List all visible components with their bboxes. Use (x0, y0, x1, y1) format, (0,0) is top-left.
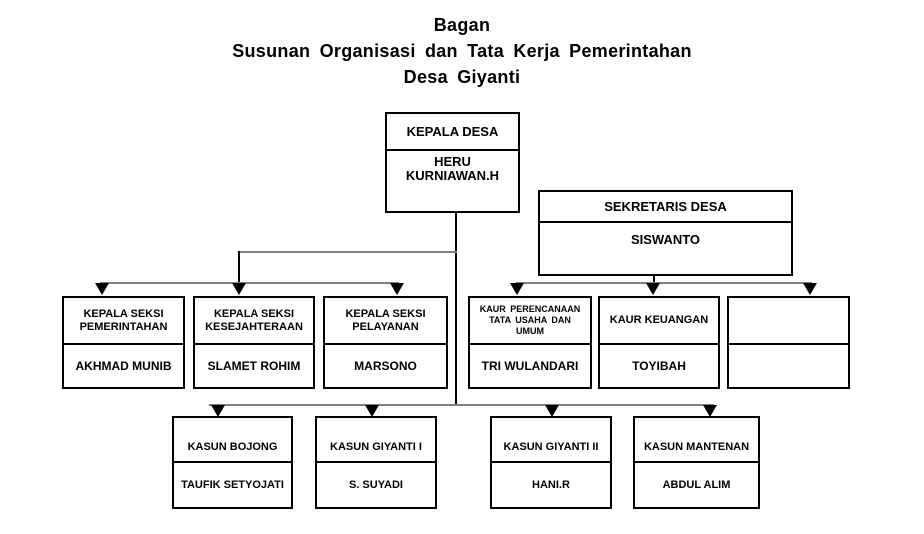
role-label-kasun-bojong: KASUN BOJONG (174, 418, 291, 463)
arrow-to-kasun-giyanti2 (545, 405, 559, 417)
connector-sekretaris-drop-vertical (653, 275, 655, 284)
person-name-seksi-kesejahteraan: SLAMET ROHIM (207, 358, 301, 373)
arrow-to-kasun-mantenan (703, 405, 717, 417)
person-name-kasun-giyanti2: HANI.R (532, 478, 570, 491)
org-node-kasun-mantenan: KASUN MANTENAN ABDUL ALIM (633, 416, 760, 509)
person-name-kasun-giyanti1: S. SUYADI (348, 478, 403, 491)
org-node-kepala-desa: KEPALA DESA HERU KURNIAWAN.H (385, 112, 520, 213)
org-node-sekretaris-desa: SEKRETARIS DESA SISWANTO (538, 190, 793, 276)
org-node-seksi-pemerintahan: KEPALA SEKSI PEMERINTAHAN AKHMAD MUNIB (62, 296, 185, 389)
org-node-seksi-pelayanan: KEPALA SEKSI PELAYANAN MARSONO (323, 296, 448, 389)
arrow-to-kasun-giyanti1 (365, 405, 379, 417)
org-node-seksi-kesejahteraan: KEPALA SEKSI KESEJAHTERAAN SLAMET ROHIM (193, 296, 315, 389)
connector-seksi-row-horizontal (100, 282, 399, 284)
org-node-kasun-giyanti1: KASUN GIYANTI I S. SUYADI (315, 416, 437, 509)
connector-kepala-main-vertical (455, 212, 457, 406)
connector-kaur-row-horizontal (516, 282, 812, 284)
org-node-kasun-giyanti2: KASUN GIYANTI II HANI.R (490, 416, 612, 509)
arrow-to-kasun-bojong (211, 405, 225, 417)
role-label-kasun-giyanti1: KASUN GIYANTI I (317, 418, 435, 463)
person-name-kaur-perencanaan: TRI WULANDARI (481, 358, 579, 373)
role-label-seksi-pemerintahan: KEPALA SEKSI PEMERINTAHAN (64, 298, 183, 345)
role-label-sekretaris-desa: SEKRETARIS DESA (540, 192, 791, 223)
arrow-to-kaur-empty (803, 283, 817, 295)
chart-title-line2: Susunan Organisasi dan Tata Kerja Pemeri… (232, 41, 692, 61)
arrow-to-seksi-pemerintahan (95, 283, 109, 295)
org-node-kaur-perencanaan: KAUR PERENCANAAN TATA USAHA DAN UMUM TRI… (468, 296, 592, 389)
org-node-kasun-bojong: KASUN BOJONG TAUFIK SETYOJATI (172, 416, 293, 509)
chart-title-line1: Bagan (433, 15, 491, 35)
person-name-sekretaris-desa: SISWANTO (630, 232, 701, 247)
person-name-seksi-pelayanan: MARSONO (354, 358, 417, 373)
role-label-kaur-empty (729, 298, 848, 345)
role-label-seksi-pelayanan: KEPALA SEKSI PELAYANAN (325, 298, 446, 345)
person-name-kaur-keuangan: TOYIBAH (632, 358, 686, 373)
person-name-kaur-empty (729, 345, 848, 387)
person-name-seksi-pemerintahan: AKHMAD MUNIB (75, 358, 172, 373)
role-label-kasun-giyanti2: KASUN GIYANTI II (492, 418, 610, 463)
arrow-to-seksi-pelayanan (390, 283, 404, 295)
role-label-kaur-perencanaan: KAUR PERENCANAAN TATA USAHA DAN UMUM (470, 298, 590, 345)
chart-title-line3: Desa Giyanti (403, 67, 521, 87)
role-label-kasun-mantenan: KASUN MANTENAN (635, 418, 758, 463)
connector-seksi-upper-horizontal (239, 251, 457, 253)
person-name-kepala-desa: HERU KURNIAWAN.H (405, 154, 500, 183)
org-node-kaur-keuangan: KAUR KEUANGAN TOYIBAH (598, 296, 720, 389)
connector-seksi-drop-vertical (238, 251, 240, 284)
role-label-kepala-desa: KEPALA DESA (387, 114, 518, 151)
org-node-kaur-empty (727, 296, 850, 389)
arrow-to-kaur-keuangan (646, 283, 660, 295)
connector-kasun-row-horizontal (209, 404, 714, 406)
role-label-seksi-kesejahteraan: KEPALA SEKSI KESEJAHTERAAN (195, 298, 313, 345)
role-label-kaur-keuangan: KAUR KEUANGAN (600, 298, 718, 345)
arrow-to-kaur-perencanaan (510, 283, 524, 295)
person-name-kasun-mantenan: ABDUL ALIM (662, 478, 731, 491)
person-name-kasun-bojong: TAUFIK SETYOJATI (181, 478, 284, 491)
chart-title: Bagan Susunan Organisasi dan Tata Kerja … (0, 12, 924, 90)
arrow-to-seksi-kesejahteraan (232, 283, 246, 295)
